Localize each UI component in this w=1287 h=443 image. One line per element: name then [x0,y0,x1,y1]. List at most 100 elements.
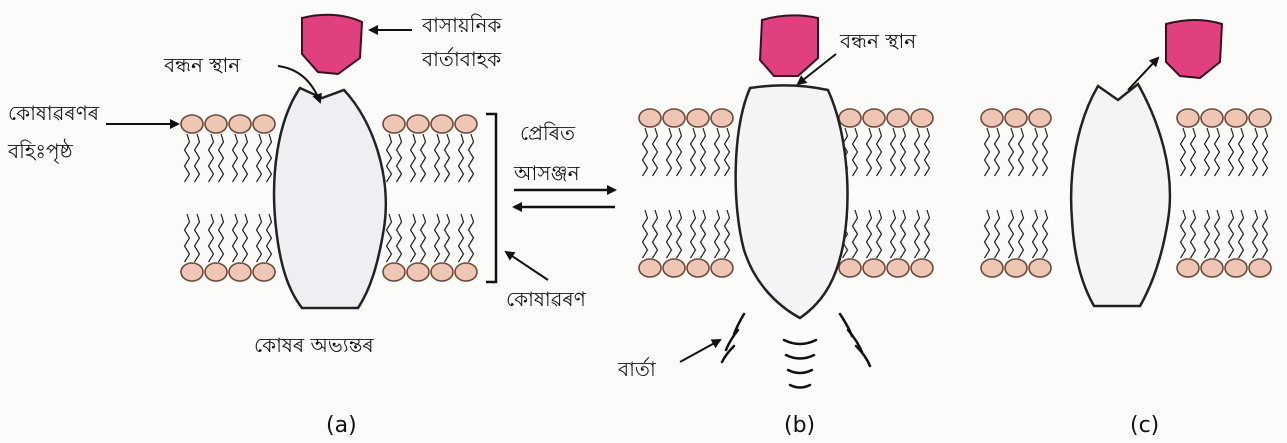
lipid-tail [1263,128,1268,176]
lipid-tail [421,134,426,182]
lipid-head [1177,259,1199,277]
lipid-tail [877,128,882,176]
signal-waves [722,314,870,388]
lipid-tail [667,210,672,258]
lipid-tail [901,210,906,258]
lipid-tail [1043,210,1048,258]
lipid-tail [233,214,238,262]
lipid-head [181,263,203,281]
lipid-tail [1019,210,1024,258]
lipid-tail [1205,210,1210,258]
lipid-tail [867,128,872,176]
caption-a: (a) [326,413,357,438]
lipid-tail [925,128,930,176]
lipid-head [911,259,933,277]
lipid-tail [195,134,200,182]
lipid-tail [387,214,392,262]
lipid-tail [233,134,238,182]
lipid-tail [421,214,426,262]
lipid-tail [925,210,930,258]
signal-pointer [680,340,720,362]
lipid-tail [267,134,272,182]
lipid-tail [877,210,882,258]
lipid-head [839,109,861,127]
lipid-tail [387,134,392,182]
receptor-protein-b [736,85,848,318]
interior-label: কোষৰ অভ্যন্তৰ [254,333,374,357]
lipid-tail [209,214,214,262]
lipid-tail [1181,128,1186,176]
lipid-head [887,259,909,277]
lipid-tail [643,128,648,176]
lipid-head [383,263,405,281]
lipid-tail [677,210,682,258]
binding-site-label-b: বন্ধন স্থান [839,29,917,53]
lipid-head [253,263,275,281]
lipid-tail [257,214,262,262]
lipid-head [1249,259,1271,277]
lipid-tail [643,210,648,258]
lipid-head [1225,259,1247,277]
lipid-tail [995,128,1000,176]
lipid-tail [411,214,416,262]
lipid-tail [459,214,464,262]
lipid-head [1225,109,1247,127]
lipid-head [1201,259,1223,277]
lipid-tail [435,214,440,262]
lipid-head [687,259,709,277]
lipid-tail [1239,210,1244,258]
lipid-tail [1009,210,1014,258]
receptor-protein-c [1071,84,1170,306]
lipid-tail [445,134,450,182]
lipid-tail [1181,210,1186,258]
lipid-head [1029,109,1051,127]
receptor-protein-a [274,88,386,308]
lipid-tail [459,134,464,182]
lipid-head [1029,259,1051,277]
chemical-messenger-c [1166,20,1222,78]
lipid-head [205,263,227,281]
lipid-head [839,259,861,277]
lipid-tail [185,214,190,262]
lipid-tail [469,214,474,262]
lipid-tail [1009,128,1014,176]
lipid-tail [257,134,262,182]
lipid-head [253,115,275,133]
lipid-head [911,109,933,127]
lipid-tail [1191,210,1196,258]
lipid-head [863,259,885,277]
lipid-head [687,109,709,127]
outer-surface-label-line2: বহিঃপৃষ্ঠ [7,139,74,163]
lipid-tail [397,214,402,262]
lipid-tail [195,214,200,262]
lipid-tail [715,128,720,176]
lipid-tail [725,210,730,258]
lipid-tail [1191,128,1196,176]
membrane-label: কোষাৱৰণ [506,287,587,311]
chemical-messenger-b [760,15,818,76]
lipid-tail [691,128,696,176]
lipid-head [863,109,885,127]
lipid-tail [677,128,682,176]
lipid-tail [853,210,858,258]
lipid-head [981,109,1003,127]
lipid-tail [915,210,920,258]
lipid-tail [901,128,906,176]
lipid-tail [411,134,416,182]
lipid-tail [691,210,696,258]
lipid-head [1249,109,1271,127]
lipid-tail [725,128,730,176]
lipid-tail [653,128,658,176]
lipid-head [887,109,909,127]
lipid-tail [891,128,896,176]
lipid-tail [243,214,248,262]
lipid-head [229,115,251,133]
lipid-head [639,109,661,127]
lipid-head [663,259,685,277]
lipid-tail [985,210,990,258]
reaction-label-line1: প্ৰেৰিত [520,121,576,145]
lipid-tail [1263,210,1268,258]
lipid-tail [915,128,920,176]
lipid-tail [1033,210,1038,258]
lipid-tail [1253,210,1258,258]
